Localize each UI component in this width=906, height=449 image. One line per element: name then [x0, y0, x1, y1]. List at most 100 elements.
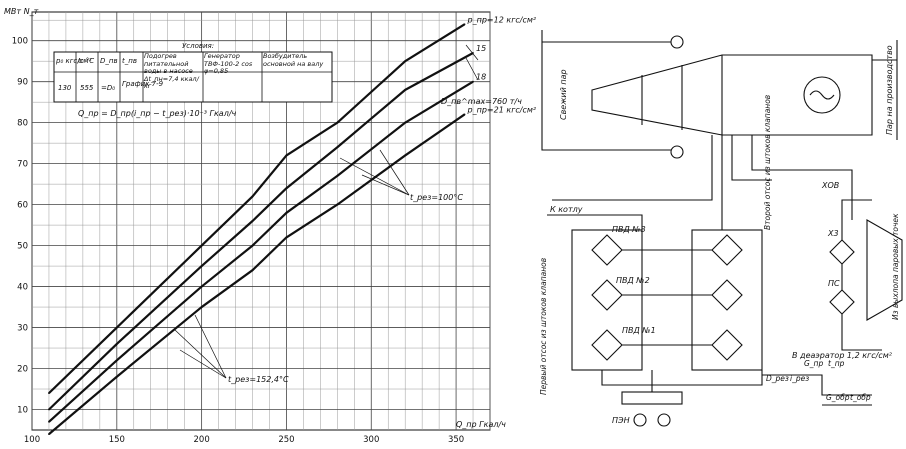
- series-name-label: p_пр=21 кгс/см²: [467, 105, 537, 114]
- g-pob-label: G_обр: [826, 393, 850, 402]
- conditions-header-exciter: Возбудитель основной на валу: [263, 52, 324, 68]
- heater-column-left: [571, 229, 643, 371]
- series-point: [285, 154, 288, 157]
- i-pez-label: i_pез: [790, 374, 809, 383]
- series-point: [404, 60, 407, 63]
- pen-label: ПЭН: [612, 416, 630, 425]
- x3-label: Х3: [827, 229, 839, 238]
- to-boiler-label: К котлу: [550, 205, 583, 214]
- conditions-value-tpv: График 7-9: [122, 80, 164, 88]
- hov-line: [841, 199, 872, 240]
- feed-pump-box: [621, 391, 683, 405]
- conditions-value-dpv: =D₀: [101, 84, 115, 92]
- feed-to-boiler: [547, 214, 643, 230]
- process-steam-label: Пар на производство: [885, 45, 894, 135]
- x-tick-label: 200: [194, 435, 210, 445]
- series-line-4: [48, 113, 466, 435]
- series-point: [48, 433, 50, 435]
- conditions-value-t0: 555: [80, 84, 94, 92]
- series-name-label: 15: [476, 44, 486, 53]
- extraction-line-4: [751, 135, 853, 220]
- series-point: [200, 265, 203, 267]
- pvd1-right: [711, 329, 743, 361]
- series-point: [251, 220, 254, 222]
- pvd2-label: ПВД №2: [616, 276, 650, 285]
- second-extraction-label: Второй отсос из штоков клапанов: [763, 95, 772, 230]
- chart-series: p_пр=12 кгс/см² 15 18 p_пр=21 кгс/см²: [48, 15, 537, 435]
- turbine-casing: [591, 54, 873, 136]
- conditions-header-generator: Генератор ТВФ-100-2 cos φ=0,85: [204, 52, 253, 75]
- live-steam-label: Свежий пар: [559, 69, 568, 120]
- pen-pump-left: [633, 413, 647, 427]
- stop-valve-lower: [670, 145, 684, 159]
- y-tick-label: 80: [17, 119, 28, 129]
- series-point: [251, 244, 254, 247]
- leader-lines: [174, 44, 479, 379]
- series-name-label: p_пр=12 кгс/см²: [467, 15, 537, 24]
- chart-formula: Q_пр = D_пр(i_пр − t_рез)·10⁻³ Гкал/ч: [78, 109, 237, 118]
- series-point: [404, 88, 407, 91]
- pvd1-label: ПВД №1: [622, 326, 656, 335]
- t-pr-label: t_пр: [828, 359, 845, 368]
- generator-winding: [809, 90, 835, 100]
- pvd2-left: [591, 279, 623, 311]
- y-tick-label: 90: [17, 78, 28, 88]
- series-point: [115, 343, 118, 345]
- g-pr-label: G_пр: [804, 359, 823, 368]
- pvd3-label: ПВД №3: [612, 225, 646, 234]
- series-point: [336, 203, 339, 206]
- series-point: [285, 211, 288, 214]
- x-tick-label: 350: [448, 435, 464, 445]
- network-supply: [762, 374, 872, 396]
- y-tick-label: 50: [17, 242, 28, 252]
- extraction-line-1: [552, 135, 713, 201]
- series-point: [200, 306, 203, 308]
- series-point: [404, 121, 407, 124]
- series-point: [200, 244, 203, 247]
- ps-label: ПС: [828, 279, 840, 288]
- series-point: [336, 146, 339, 149]
- series-line-2: [48, 52, 474, 411]
- series-point: [336, 121, 339, 124]
- conditions-table: Условия: p₀ кгс/см² t₀ °C D_пв t_пв Подо…: [53, 42, 333, 103]
- d-pez-label: D_pез: [766, 374, 789, 383]
- conditions-title: Условия:: [182, 42, 214, 50]
- series-point: [48, 392, 50, 395]
- series-point: [115, 359, 118, 362]
- heater-column-right: [691, 229, 763, 371]
- series-point: [285, 187, 288, 190]
- gland-leak-label: Из выхлопа паровых точек: [891, 213, 900, 320]
- series-point: [472, 80, 474, 83]
- series-point: [463, 23, 466, 26]
- gland-condenser: [866, 219, 903, 321]
- y-tick-label: 10: [17, 406, 28, 416]
- series-point: [404, 154, 407, 157]
- y-tick-label: 70: [17, 160, 28, 170]
- x-tick-label: 300: [363, 435, 379, 445]
- y-tick-label: 40: [17, 283, 28, 293]
- pvd3-left: [591, 234, 623, 266]
- conditions-header-p0: p₀ кгс/см²: [55, 57, 92, 65]
- x-tick-label: 100: [24, 435, 40, 445]
- conditions-header-feedwater: Подогрев питательной воды в насосе Δt_пн…: [144, 52, 199, 90]
- first-extraction-label: Первый отсос из штоков клапанов: [539, 258, 548, 395]
- annotation-t-lower: t_pез=152,4°C: [228, 375, 289, 384]
- y-tick-label: 100: [12, 37, 28, 47]
- pvd2-right: [711, 279, 743, 311]
- ylabel: МВт N_т: [4, 7, 39, 16]
- pvd3-right: [711, 234, 743, 266]
- series-point: [115, 326, 118, 329]
- series-line-1: [48, 23, 466, 394]
- x-tick-label: 250: [278, 435, 294, 445]
- series-point: [48, 408, 50, 411]
- series-point: [285, 236, 288, 239]
- series-point: [48, 420, 50, 423]
- conditions-header-dpv: D_пв: [100, 57, 118, 65]
- pen-pump-right: [657, 413, 671, 427]
- series-point: [200, 285, 203, 288]
- pump-return: [601, 370, 763, 386]
- series-name-label: 18: [476, 73, 486, 82]
- y-tick-label: 20: [17, 365, 28, 375]
